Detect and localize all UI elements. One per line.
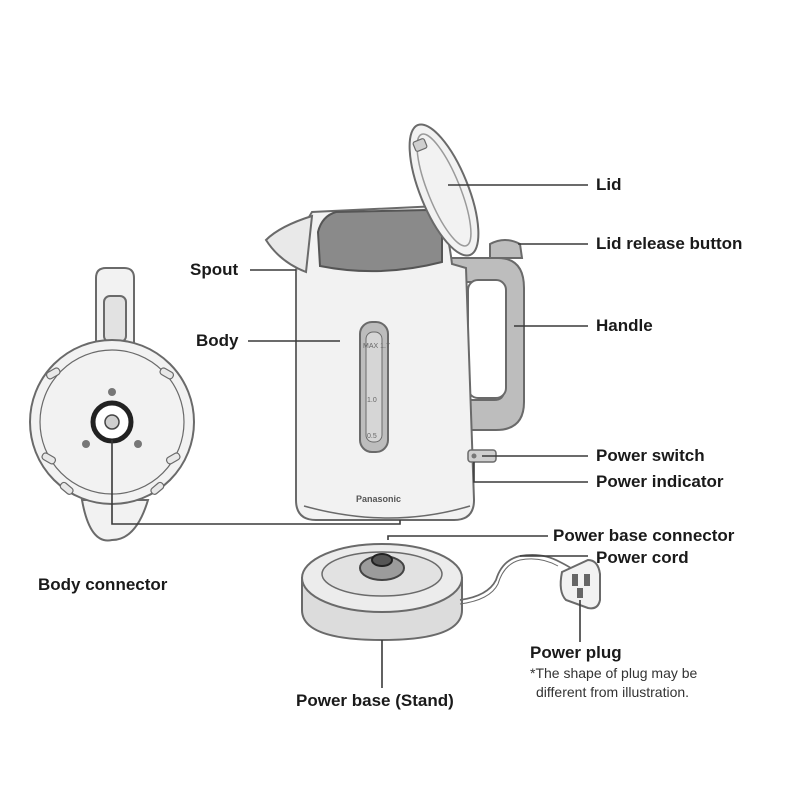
label-power-base-connector: Power base connector bbox=[553, 526, 735, 545]
label-lid-release-button: Lid release button bbox=[596, 234, 743, 253]
power-base-illustration bbox=[301, 543, 577, 642]
label-spout: Spout bbox=[190, 260, 239, 279]
leader-lines bbox=[111, 184, 588, 688]
label-handle: Handle bbox=[596, 316, 653, 335]
gauge-mid-label: 1.0 bbox=[367, 397, 377, 404]
plug-note-line2: different from illustration. bbox=[536, 684, 690, 700]
gauge-max-label: MAX 1.7 bbox=[363, 343, 390, 350]
label-power-switch: Power switch bbox=[596, 446, 705, 465]
label-power-cord: Power cord bbox=[596, 548, 689, 567]
gauge-low-label: 0.5 bbox=[367, 433, 377, 440]
kettle-brand-label: Panasonic bbox=[356, 494, 402, 504]
label-lid: Lid bbox=[596, 175, 622, 194]
plug-note-line1: *The shape of plug may be bbox=[530, 665, 698, 681]
kettle-main bbox=[264, 123, 525, 521]
kettle-lid bbox=[408, 123, 480, 257]
label-body: Body bbox=[196, 331, 239, 350]
label-power-base-stand: Power base (Stand) bbox=[296, 691, 454, 710]
label-power-indicator: Power indicator bbox=[596, 472, 724, 491]
label-power-plug: Power plug bbox=[530, 643, 622, 662]
power-plug-illustration bbox=[559, 558, 601, 610]
label-body-connector: Body connector bbox=[38, 575, 168, 594]
